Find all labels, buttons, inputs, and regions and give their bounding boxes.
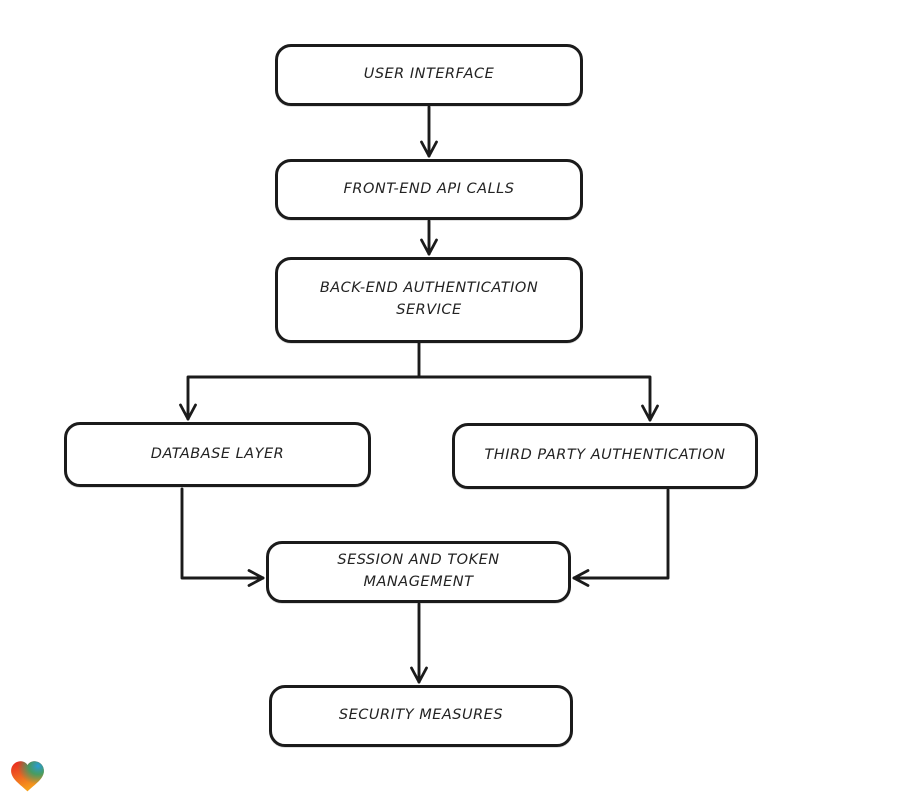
- node-back-end-authentication-service: BACK-END AUTHENTICATION SERVICE: [275, 257, 583, 343]
- edge-back-end-authentication-service-to-third-party-authentication: [417, 375, 659, 422]
- node-third-party-authentication-label: THIRD PARTY AUTHENTICATION: [484, 447, 726, 464]
- edge-third-party-authentication-to-session-and-token-management: [572, 488, 670, 587]
- node-third-party-authentication: THIRD PARTY AUTHENTICATION: [452, 423, 758, 489]
- node-back-end-authentication-service-label: BACK-END AUTHENTICATION SERVICE: [319, 280, 539, 318]
- node-front-end-api-calls-label: FRONT-END API CALLS: [343, 180, 515, 197]
- node-database-layer-label: DATABASE LAYER: [150, 445, 285, 462]
- node-session-and-token-management: SESSION AND TOKEN MANAGEMENT: [266, 541, 571, 603]
- node-database-layer: DATABASE LAYER: [64, 422, 371, 487]
- eraser-heart-logo: [11, 761, 44, 792]
- node-security-measures-label: SECURITY MEASURES: [338, 707, 504, 724]
- edge-back-end-authentication-service-to-database-layer: [179, 375, 421, 421]
- node-security-measures: SECURITY MEASURES: [269, 685, 573, 747]
- node-front-end-api-calls: FRONT-END API CALLS: [275, 159, 583, 220]
- edge-database-layer-to-session-and-token-management: [180, 487, 265, 587]
- node-session-and-token-management-label: SESSION AND TOKEN MANAGEMENT: [337, 552, 500, 590]
- node-user-interface: USER INTERFACE: [275, 44, 583, 106]
- node-user-interface-label: USER INTERFACE: [363, 66, 495, 83]
